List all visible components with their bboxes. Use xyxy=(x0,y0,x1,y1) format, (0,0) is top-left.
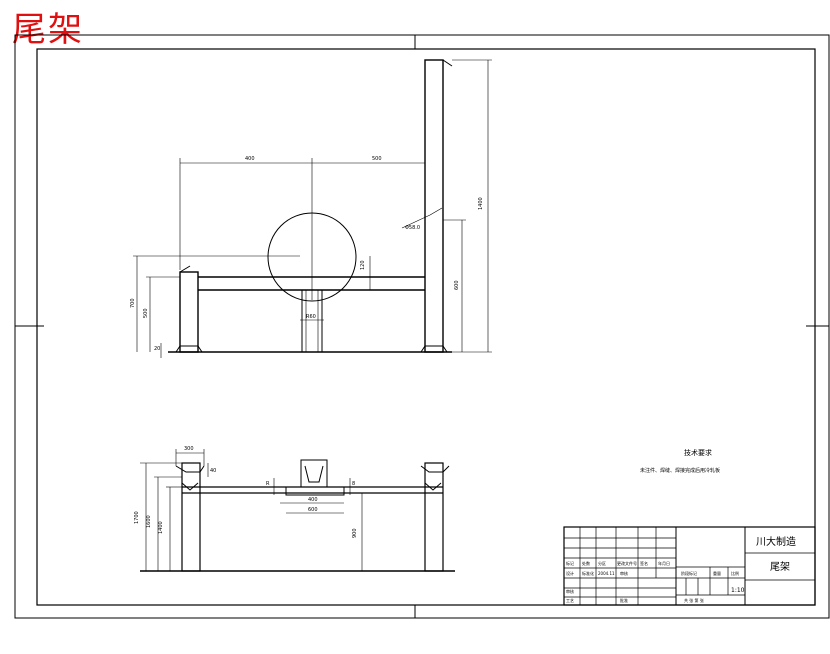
title-bottom-label-1: 工艺 xyxy=(566,598,574,603)
notes-line1: 未注件、焊缝、焊接完成后用冷轧板 xyxy=(640,467,720,474)
title-row-label-3: 更改文件号 xyxy=(617,560,637,566)
title-bottom-label-2: 批准 xyxy=(620,597,628,603)
title-row-label-1: 处数 xyxy=(582,560,590,566)
side-dim-h-inner: 1600 xyxy=(146,515,152,528)
title-row-label-2: 分区 xyxy=(598,560,606,566)
title-row-value-3: 审核 xyxy=(620,570,628,576)
title-sheet-label: 共 张 第 张 xyxy=(684,597,704,603)
title-row-label-5: 年月日 xyxy=(658,560,670,566)
dim-ball-diameter: Φ58.0 xyxy=(405,225,420,231)
side-dim-h-outer: 1700 xyxy=(134,511,140,524)
title-block xyxy=(563,526,816,606)
dim-center-label: R60 xyxy=(306,314,316,320)
dim-total-height: 1400 xyxy=(478,197,484,210)
title-row-label-0: 标记 xyxy=(566,560,574,566)
side-mark-b: 8 xyxy=(352,481,355,487)
notes-heading: 技术要求 xyxy=(684,448,712,457)
dim-right-mid: 120 xyxy=(360,260,366,270)
overlay-title: 尾架 xyxy=(12,10,84,50)
title-row-value-0: 设计 xyxy=(566,570,574,576)
front-view xyxy=(133,59,492,358)
dim-base-small: 20 xyxy=(154,346,160,352)
title-row-value-2: 2004.11 xyxy=(598,571,615,576)
side-dim-h-mid: 1400 xyxy=(158,521,164,534)
title-ratio-label: 比例 xyxy=(731,570,739,576)
title-bottom-label-0: 审核 xyxy=(566,588,574,594)
title-weight-label: 重量 xyxy=(713,570,721,576)
side-view xyxy=(140,449,455,572)
dim-width-right: 500 xyxy=(372,156,382,162)
title-stage-label: 阶段标记 xyxy=(681,570,697,576)
title-row-label-4: 签名 xyxy=(640,560,648,566)
side-mark-a: R xyxy=(266,481,270,487)
dim-left-inner: 500 xyxy=(143,308,149,318)
side-dim-h-right: 900 xyxy=(352,528,358,538)
dim-left-outer: 700 xyxy=(130,298,136,308)
side-dim-top-width: 300 xyxy=(184,446,194,452)
title-scale: 1:10 xyxy=(731,587,745,594)
side-dim-center-a: 400 xyxy=(308,497,318,503)
side-dim-center-b: 600 xyxy=(308,507,318,513)
side-dim-small-h: 40 xyxy=(210,468,216,474)
dim-width-left: 400 xyxy=(245,156,255,162)
title-row-value-1: 标准化 xyxy=(582,570,594,576)
title-company: 川大制造 xyxy=(756,535,796,548)
title-part-name: 尾架 xyxy=(770,561,790,573)
dim-height-right-small: 600 xyxy=(454,280,460,290)
inner-border xyxy=(36,48,816,606)
